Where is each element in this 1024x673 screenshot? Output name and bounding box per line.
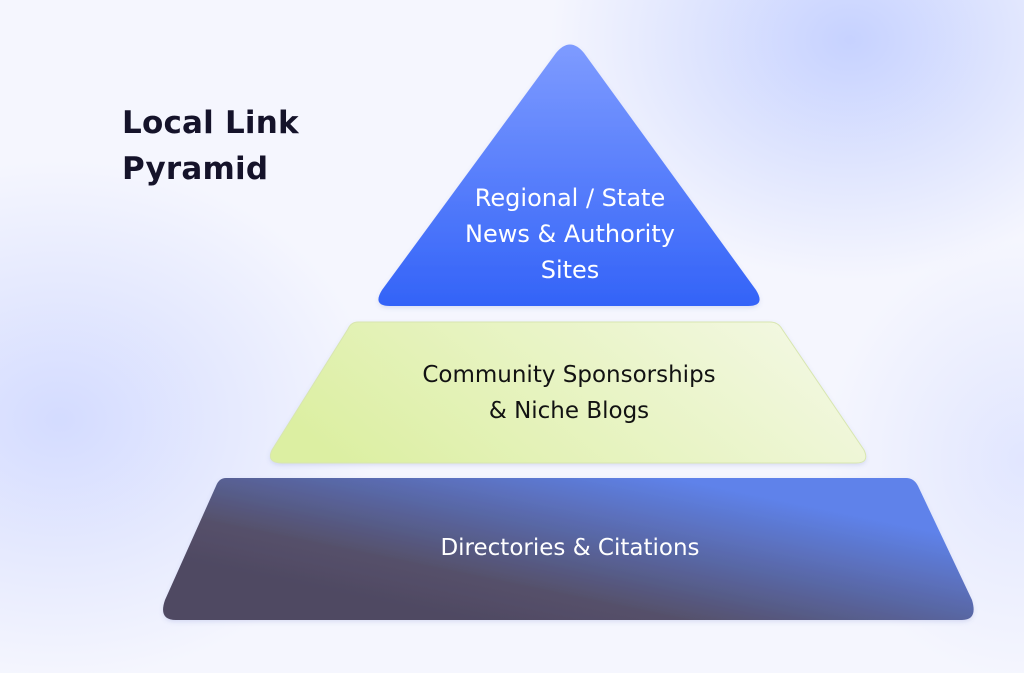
title-line-1: Local Link <box>122 105 299 141</box>
title-line-2: Pyramid <box>122 151 269 187</box>
tier-bottom-shape <box>163 478 974 620</box>
tier-middle-shape <box>269 321 867 464</box>
tier-top-line-2: News & Authority <box>465 220 675 248</box>
tier-middle-label: Community Sponsorships & Niche Blogs <box>422 357 715 429</box>
tier-top-line-1: Regional / State <box>474 184 666 212</box>
tier-middle-line-1: Community Sponsorships <box>422 362 716 388</box>
tier-middle-line-2: & Niche Blogs <box>488 398 650 424</box>
tier-bottom-line-1: Directories & Citations <box>440 535 700 561</box>
tier-top-line-3: Sites <box>540 256 600 284</box>
tier-bottom-label: Directories & Citations <box>440 530 699 566</box>
tier-top-shape <box>378 44 760 306</box>
tier-top-label: Regional / State News & Authority Sites <box>465 180 675 288</box>
diagram-title: Local Link Pyramid <box>122 100 299 192</box>
